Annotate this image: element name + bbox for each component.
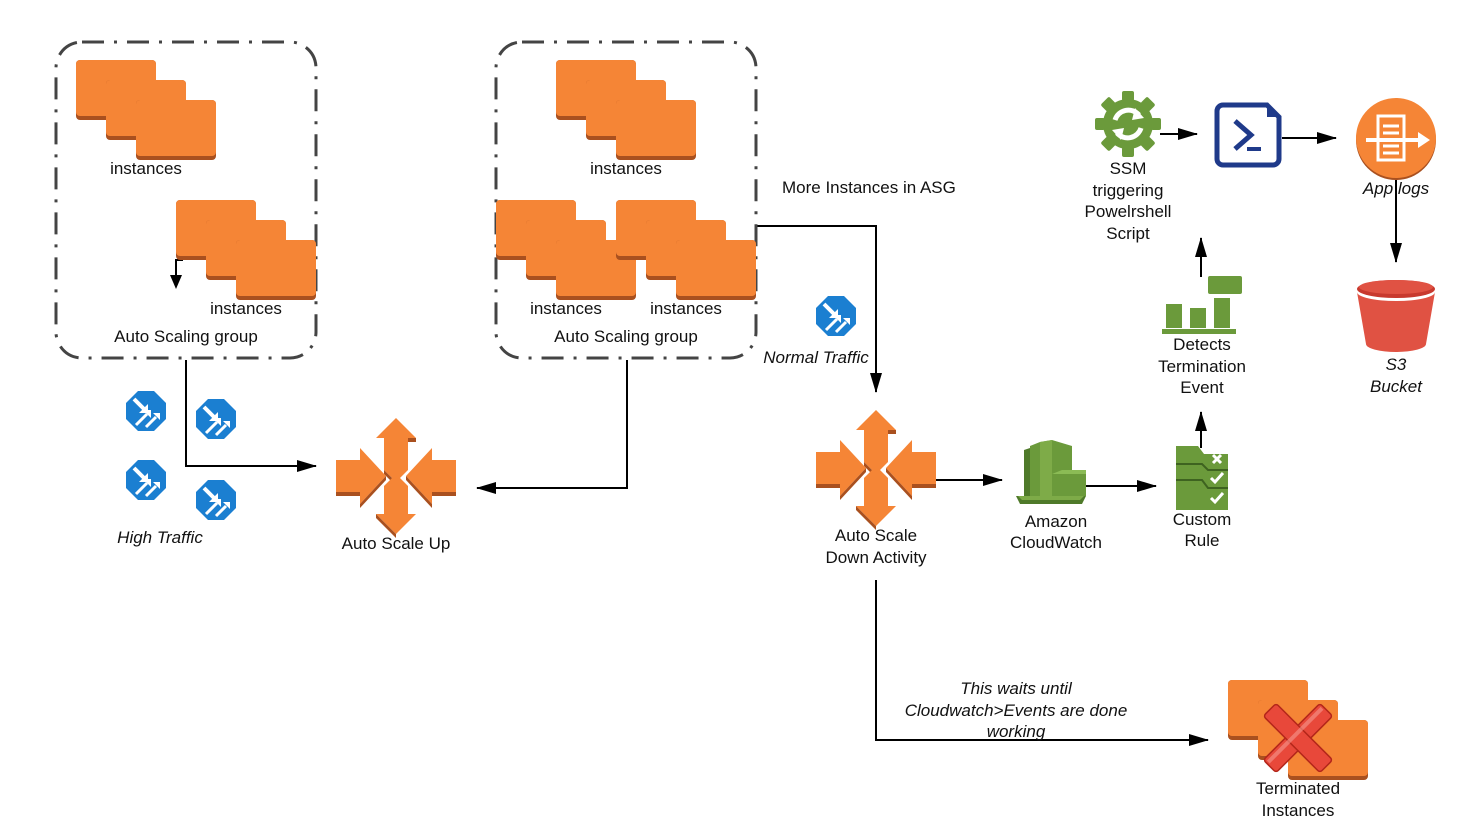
ssm-label-line1: SSM bbox=[1109, 159, 1147, 178]
cloudwatch-label-line2: CloudWatch bbox=[1010, 533, 1102, 552]
instances-icon bbox=[76, 60, 216, 160]
wait-note-line1: This waits until bbox=[960, 679, 1072, 698]
cloudwatch-icon[interactable] bbox=[1016, 440, 1086, 504]
ssm-gear-icon[interactable] bbox=[1095, 91, 1161, 157]
s3-label-line1: S3 bbox=[1385, 355, 1407, 374]
custom-rule-label-line2: Rule bbox=[1184, 531, 1220, 550]
bar-chart-event-icon[interactable] bbox=[1162, 276, 1242, 334]
connector-asg1-to-scale-up bbox=[185, 360, 317, 472]
ssm-label-line4: Script bbox=[1106, 224, 1150, 243]
auto-scale-down-label-line2: Down Activity bbox=[825, 548, 927, 567]
traffic-router-icon bbox=[124, 458, 168, 502]
instances-label: instances bbox=[530, 299, 602, 318]
traffic-router-icon bbox=[194, 478, 238, 522]
custom-rule-label-line1: Custom bbox=[1172, 510, 1232, 529]
app-logs-label: App logs bbox=[1362, 179, 1430, 198]
instances-icon bbox=[616, 200, 756, 300]
instances-icon bbox=[496, 200, 636, 300]
traffic-router-icon bbox=[124, 389, 168, 433]
more-instances-annotation: More Instances in ASG bbox=[782, 178, 956, 197]
terminated-label-line1: Terminated bbox=[1255, 779, 1341, 798]
ssm-label-line3: Powelrshell bbox=[1084, 202, 1172, 221]
instances-label: instances bbox=[590, 159, 662, 178]
ssm-label-line2: triggering bbox=[1092, 181, 1164, 200]
rule-checklist-icon[interactable] bbox=[1176, 446, 1228, 510]
high-traffic-icons bbox=[124, 389, 238, 522]
detects-label-line2: Termination bbox=[1158, 357, 1246, 376]
auto-scaling-group-2[interactable] bbox=[494, 40, 758, 360]
terminated-instances-icon[interactable] bbox=[1228, 680, 1368, 795]
auto-scaling-group-label: Auto Scaling group bbox=[114, 327, 258, 346]
arrowhead-icon bbox=[170, 275, 182, 289]
wait-note-line2: Cloudwatch>Events are done bbox=[904, 701, 1128, 720]
connector-asg1-internal bbox=[175, 259, 183, 275]
auto-scaling-group-1[interactable] bbox=[54, 40, 318, 360]
detects-label-line1: Detects bbox=[1173, 335, 1231, 354]
instances-label: instances bbox=[650, 299, 722, 318]
auto-scaling-arrows-icon[interactable] bbox=[816, 410, 936, 530]
high-traffic-label: High Traffic bbox=[117, 528, 203, 547]
auto-scale-up-label: Auto Scale Up bbox=[341, 534, 451, 553]
connector-asg2-to-scale-down bbox=[756, 225, 882, 393]
instances-icon bbox=[176, 200, 316, 300]
auto-scaling-group-label: Auto Scaling group bbox=[554, 327, 698, 346]
auto-scale-down-label-line1: Auto Scale bbox=[834, 526, 918, 545]
auto-scaling-arrows-icon[interactable] bbox=[336, 418, 456, 538]
normal-traffic-label: Normal Traffic bbox=[763, 348, 869, 367]
traffic-router-icon bbox=[814, 294, 858, 338]
instances-icon bbox=[556, 60, 696, 160]
connector-scale-down-to-terminated bbox=[875, 580, 1209, 746]
instances-label: instances bbox=[110, 159, 182, 178]
cloudwatch-label-line1: Amazon bbox=[1024, 512, 1088, 531]
logs-export-icon[interactable] bbox=[1356, 98, 1436, 180]
powershell-script-icon[interactable] bbox=[1214, 102, 1282, 168]
s3-bucket-icon[interactable] bbox=[1357, 280, 1435, 352]
terminated-label-line2: Instances bbox=[1261, 801, 1335, 820]
connector-asg2-to-scale-up bbox=[476, 360, 628, 494]
traffic-router-icon bbox=[194, 397, 238, 441]
connectors bbox=[175, 128, 1402, 746]
wait-note-line3: working bbox=[986, 722, 1046, 741]
s3-label-line2: Bucket bbox=[1370, 377, 1422, 396]
detects-label-line3: Event bbox=[1180, 378, 1224, 397]
instances-label: instances bbox=[210, 299, 282, 318]
